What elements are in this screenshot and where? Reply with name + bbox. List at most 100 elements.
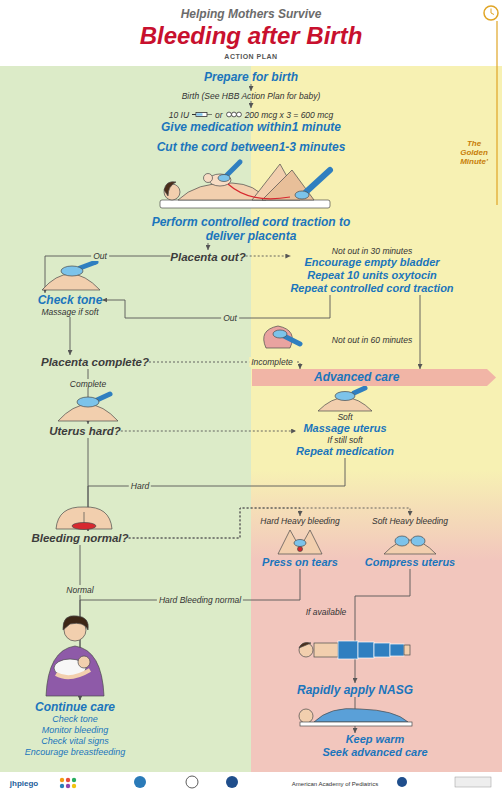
edge-label: Normal: [64, 585, 95, 595]
birth-illustration: [228, 184, 290, 199]
step-node: Hard Heavy bleedingPress on tears: [260, 516, 339, 569]
edge-label: Out: [221, 313, 239, 323]
step-text: Repeat 10 units oxytocin: [290, 269, 453, 282]
partner-logos: [72, 784, 76, 788]
syringe-icon: [192, 114, 196, 115]
flow-connector: [251, 84, 252, 91]
birth-illustration: [218, 175, 230, 182]
step-text: Check tone: [25, 714, 126, 725]
note-label: The Golden Minute': [455, 139, 493, 166]
bleeding-check-picture: [72, 523, 96, 530]
picture-space: [365, 526, 455, 556]
nasg-picture: [374, 643, 390, 657]
syringe-icon: [207, 114, 212, 115]
dose-text: or: [215, 110, 223, 120]
tablet-icon: [226, 110, 242, 119]
background: [251, 470, 502, 772]
edge-label: Complete: [68, 379, 108, 389]
background: [491, 13, 494, 15]
breastfeeding-picture: [63, 616, 88, 630]
bleeding-check-picture: [56, 507, 112, 530]
compress-uterus-picture: [395, 536, 409, 546]
step-node: Birth (See HBB Action Plan for baby): [182, 91, 321, 101]
note-label: ACTION PLAN: [224, 52, 277, 61]
birth-illustration: [306, 170, 330, 192]
dose-text: 200 mcg x 3 = 600 mcg: [245, 110, 334, 120]
flow-connector: [88, 458, 345, 531]
step-node: Check toneMassage if soft: [38, 293, 103, 317]
bleeding-check-picture: [84, 512, 85, 523]
flow-connector: [80, 569, 300, 700]
breastfeeding-picture: [46, 646, 104, 696]
keep-warm-picture: [300, 722, 412, 726]
step-text: Repeat medication: [296, 445, 394, 458]
uterus-check-picture: [97, 394, 110, 400]
flow-connector: [251, 101, 252, 108]
background: [484, 6, 498, 20]
birth-illustration: [226, 162, 240, 176]
step-text: If still soft: [296, 435, 394, 445]
partner-logos: [455, 777, 491, 787]
syringe-icon: [196, 113, 207, 117]
partner-logos: [60, 776, 491, 788]
birth-illustration: [160, 200, 330, 208]
step-text: Hard Heavy bleeding: [260, 516, 339, 526]
partner-logos: [66, 778, 70, 782]
placenta-check-picture: [284, 336, 300, 344]
flow-connector: [420, 295, 421, 369]
note-label: American Academy of Pediatrics: [292, 780, 378, 788]
step-node: Not out in 30 minutesEncourage empty bla…: [290, 246, 453, 295]
flow-connector: [208, 243, 209, 250]
partner-logos: [186, 776, 198, 788]
step-text: Perform controlled cord traction to deli…: [149, 215, 354, 243]
birth-illustration: [262, 170, 314, 200]
nasg-picture: [299, 643, 311, 648]
decision-node: Placenta out?: [170, 250, 245, 264]
compress-uterus-picture: [384, 536, 436, 554]
flow-connector: [129, 508, 410, 538]
press-tears-picture: [294, 540, 306, 547]
birth-illustration: [160, 162, 330, 208]
partner-logos: [134, 776, 146, 788]
step-text: Check vital signs: [25, 736, 126, 747]
massage-picture: [354, 388, 365, 393]
background: [491, 9, 492, 14]
flow-connector: [70, 317, 71, 355]
step-node: Perform controlled cord traction to deli…: [149, 215, 354, 243]
dose-row: 10 IUor200 mcg x 3 = 600 mcg: [161, 108, 341, 120]
step-text: Birth (See HBB Action Plan for baby): [182, 91, 321, 101]
birth-illustration: [164, 182, 176, 196]
action-band: Advanced care: [252, 369, 496, 386]
massage-picture: [335, 392, 355, 401]
step-text: Soft Heavy bleeding: [365, 516, 455, 526]
note-label: jhpiego: [10, 779, 38, 789]
step-text: Encourage empty bladder: [290, 256, 453, 269]
nasg-picture: [390, 644, 404, 656]
band-shape: [252, 369, 496, 386]
uterus-check-picture: [58, 394, 118, 421]
edge-label: Incomplete: [249, 357, 295, 367]
press-tears-picture: [298, 547, 303, 552]
step-node: Rapidly apply NASG: [297, 683, 413, 697]
decision-node: Uterus hard?: [49, 424, 121, 438]
keep-warm-picture: [314, 709, 408, 722]
tablet-icon: [226, 112, 231, 117]
step-text: Rapidly apply NASG: [297, 683, 413, 697]
decision-node: Placenta complete?: [41, 355, 149, 369]
step-text: Continue care: [25, 700, 126, 714]
step-text: Massage if soft: [38, 307, 103, 317]
press-tears-picture: [278, 530, 322, 554]
check-tone-picture: [42, 262, 100, 290]
compress-uterus-picture: [384, 540, 436, 554]
check-tone-picture: [61, 266, 83, 276]
step-node: Prepare for birth: [204, 70, 298, 84]
nasg-picture: [299, 643, 313, 657]
nasg-picture: [299, 641, 410, 659]
check-tone-picture: [80, 262, 96, 268]
keep-warm-picture: [299, 709, 313, 723]
step-text: Give medication within1 minute: [161, 120, 341, 134]
check-tone-picture: [42, 274, 100, 290]
compress-uterus-picture: [411, 536, 425, 546]
syringe-icon: [197, 114, 203, 116]
